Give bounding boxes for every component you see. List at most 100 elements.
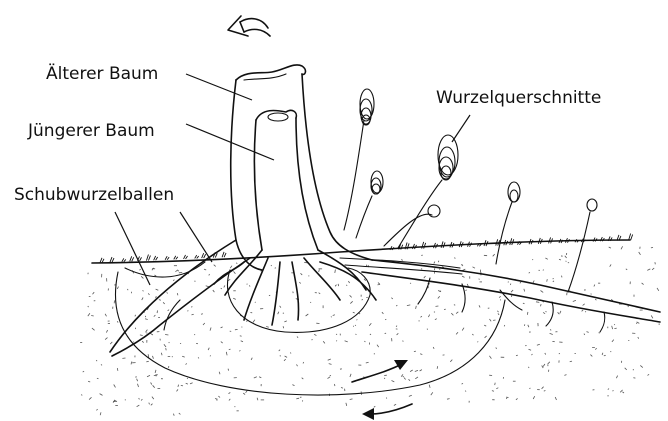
grass-tuft bbox=[146, 254, 150, 260]
grass-tuft bbox=[100, 258, 104, 263]
soil-speck bbox=[541, 291, 544, 293]
soil-speck bbox=[523, 303, 525, 304]
soil-speck bbox=[447, 399, 450, 400]
soil-speck bbox=[524, 289, 525, 292]
soil-speck bbox=[558, 312, 560, 314]
soil-speck bbox=[114, 385, 116, 388]
leader-root-ball-2 bbox=[180, 212, 212, 262]
soil-speck bbox=[236, 263, 237, 264]
soil-speck bbox=[638, 337, 639, 339]
soil-speck bbox=[229, 399, 230, 401]
soil-speck bbox=[93, 292, 95, 294]
soil-speck bbox=[208, 348, 209, 350]
soil-speck bbox=[585, 312, 586, 313]
soil-speck bbox=[218, 396, 220, 398]
soil-speck bbox=[221, 327, 223, 328]
soil-speck bbox=[314, 334, 316, 335]
soil-speck bbox=[529, 349, 532, 350]
soil-speck bbox=[429, 385, 430, 388]
soil-speck bbox=[439, 269, 440, 270]
soil-speck bbox=[279, 350, 280, 351]
soil-speck bbox=[229, 349, 231, 350]
soil-speck bbox=[651, 315, 653, 318]
soil-speck bbox=[353, 312, 355, 313]
soil-speck bbox=[137, 405, 140, 407]
soil-speck bbox=[165, 335, 168, 336]
soil-speck bbox=[154, 315, 156, 317]
soil-speck bbox=[229, 393, 231, 394]
soil-speck bbox=[420, 354, 422, 355]
soil-speck bbox=[438, 291, 441, 292]
soil-speck bbox=[610, 264, 611, 266]
soil-speck bbox=[302, 378, 304, 379]
soil-speck bbox=[560, 311, 561, 313]
soil-speck bbox=[550, 330, 551, 331]
soil-speck bbox=[532, 354, 533, 355]
soil-speck bbox=[301, 273, 303, 275]
soil-speck bbox=[83, 371, 84, 372]
label-root-cross-sections: Wurzelquerschnitte bbox=[436, 88, 601, 108]
soil-speck bbox=[584, 334, 585, 335]
soil-speck bbox=[328, 377, 331, 379]
soil-speck bbox=[350, 399, 353, 400]
soil-speck bbox=[437, 366, 438, 369]
soil-speck bbox=[495, 383, 496, 385]
soil-speck bbox=[625, 368, 627, 370]
soil-speck bbox=[251, 358, 252, 360]
soil-speck bbox=[151, 404, 153, 406]
soil-speck bbox=[228, 369, 229, 371]
grass-tuft bbox=[202, 253, 206, 258]
soil-speck bbox=[192, 314, 194, 315]
soil-speck bbox=[409, 379, 411, 380]
soil-speck bbox=[496, 388, 498, 389]
soil-speck bbox=[190, 383, 193, 384]
soil-speck bbox=[402, 259, 403, 261]
soil-speck bbox=[614, 328, 616, 329]
soil-speck bbox=[450, 360, 452, 362]
soil-speck bbox=[299, 282, 300, 283]
soil-speck bbox=[167, 292, 168, 293]
soil-speck bbox=[328, 359, 331, 360]
soil-speck bbox=[532, 259, 533, 260]
soil-speck bbox=[215, 399, 218, 400]
soil-speck bbox=[566, 261, 567, 262]
older-tree-cut-inner bbox=[244, 74, 286, 80]
soil-speck bbox=[297, 337, 298, 338]
soil-speck bbox=[511, 290, 513, 292]
soil-speck bbox=[438, 296, 440, 298]
soil-speck bbox=[168, 310, 170, 311]
soil-speck bbox=[370, 334, 371, 335]
soil-speck bbox=[473, 267, 476, 268]
soil-speck bbox=[186, 383, 188, 384]
root-ball-outline bbox=[115, 272, 505, 395]
soil-speck bbox=[516, 355, 518, 356]
soil-speck bbox=[335, 270, 336, 273]
soil-speck bbox=[438, 261, 439, 263]
soil-speck bbox=[206, 286, 209, 287]
cross-section-stalk bbox=[356, 196, 372, 238]
soil-speck bbox=[498, 313, 499, 315]
soil-speck bbox=[142, 298, 143, 301]
soil-speck bbox=[241, 341, 243, 342]
soil-speck bbox=[516, 398, 518, 399]
soil-speck bbox=[410, 370, 413, 372]
grass-tuft bbox=[222, 252, 226, 257]
soil-speck bbox=[153, 356, 154, 359]
older-tree-trunk bbox=[231, 74, 372, 270]
soil-speck bbox=[657, 288, 659, 291]
soil-speck bbox=[138, 384, 139, 387]
soil-speck bbox=[203, 323, 205, 325]
soil-speck bbox=[140, 335, 143, 336]
soil-speck bbox=[209, 274, 210, 275]
soil-speck bbox=[117, 368, 118, 371]
soil-speck bbox=[91, 316, 94, 317]
soil-speck bbox=[221, 342, 223, 344]
soil-speck bbox=[319, 269, 320, 272]
soil-speck bbox=[161, 353, 162, 355]
grass-tuft bbox=[174, 256, 178, 260]
soil-speck bbox=[88, 313, 90, 316]
soil-speck bbox=[178, 385, 179, 387]
soil-speck bbox=[647, 269, 650, 271]
soil-speck bbox=[101, 364, 102, 365]
soil-speck bbox=[156, 296, 157, 298]
